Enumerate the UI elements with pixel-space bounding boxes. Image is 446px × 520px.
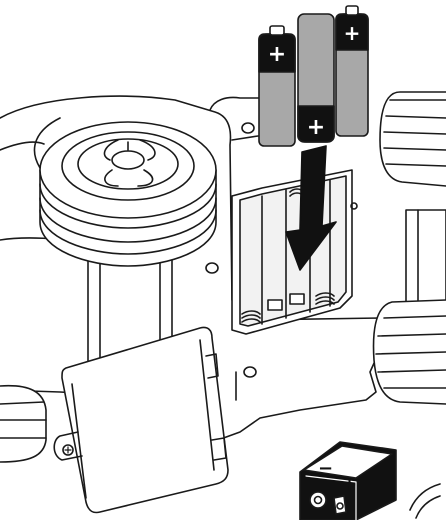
nine-volt-battery: − +: [300, 442, 440, 520]
screw-hole: [242, 123, 254, 133]
battery-right-plus: +: [344, 21, 361, 45]
battery-left: +: [259, 26, 295, 146]
battery-middle: +: [298, 14, 334, 142]
battery-middle-plus: +: [307, 115, 325, 140]
battery-right: +: [336, 6, 368, 136]
right-wheel-top: [380, 92, 446, 186]
battery-left-plus: +: [268, 42, 286, 67]
left-wheel: [40, 122, 216, 266]
right-wheel-bottom: [374, 300, 446, 404]
nine-volt-plus: +: [342, 474, 357, 495]
nine-volt-minus: −: [318, 458, 333, 479]
left-wheel-bottom: [0, 386, 46, 462]
right-axle: [406, 210, 446, 310]
